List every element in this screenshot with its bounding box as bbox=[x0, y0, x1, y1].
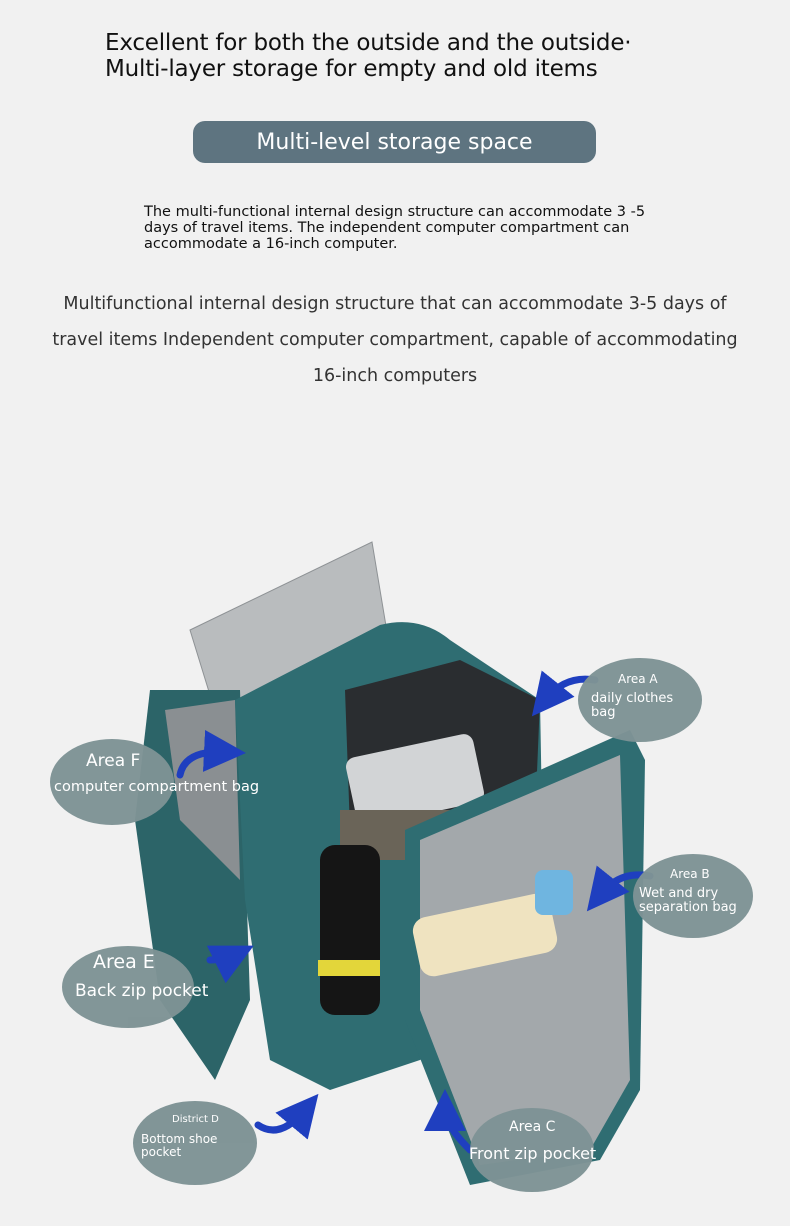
description-long: Multifunctional internal design structur… bbox=[52, 294, 738, 386]
arrow-area-f bbox=[176, 729, 246, 779]
callout-area-b-desc: Wet and dry separation bag bbox=[639, 886, 737, 915]
bubble-district-d bbox=[133, 1101, 257, 1185]
callout-area-a-desc: daily clothes bag bbox=[591, 691, 674, 720]
headline-line-1: Excellent for both the outside and the o… bbox=[105, 30, 632, 56]
bubble-area-a bbox=[578, 658, 702, 742]
callout-district-d-desc: Bottom shoe pocket bbox=[141, 1132, 218, 1159]
headline-line-2: Multi-layer storage for empty and old it… bbox=[105, 56, 598, 82]
callout-area-e-desc: Back zip pocket bbox=[75, 981, 209, 1001]
callout-area-c-desc: Front zip pocket bbox=[469, 1144, 597, 1163]
arrow-area-e bbox=[206, 945, 254, 984]
callout-area-b-title: Area B bbox=[670, 867, 710, 881]
callout-district-d-title: District D bbox=[172, 1114, 219, 1125]
callout-area-f-desc: computer compartment bag bbox=[54, 779, 260, 795]
callout-area-c-title: Area C bbox=[509, 1119, 556, 1135]
bubble-area-c bbox=[470, 1108, 594, 1192]
description-short: The multi-functional internal design str… bbox=[144, 204, 646, 252]
arrow-area-c bbox=[424, 1089, 474, 1154]
callout-area-e-title: Area E bbox=[93, 951, 155, 973]
callout-area-a-title: Area A bbox=[618, 672, 658, 686]
bubble-area-b bbox=[633, 854, 753, 938]
callout-area-f-title: Area F bbox=[86, 751, 141, 771]
headline: Excellent for both the outside and the o… bbox=[105, 30, 632, 82]
phone bbox=[346, 734, 484, 826]
section-badge: Multi-level storage space bbox=[193, 121, 596, 163]
arrow-district-d bbox=[254, 1093, 319, 1140]
bubble-area-f bbox=[50, 739, 174, 825]
bubble-area-e bbox=[62, 946, 194, 1028]
